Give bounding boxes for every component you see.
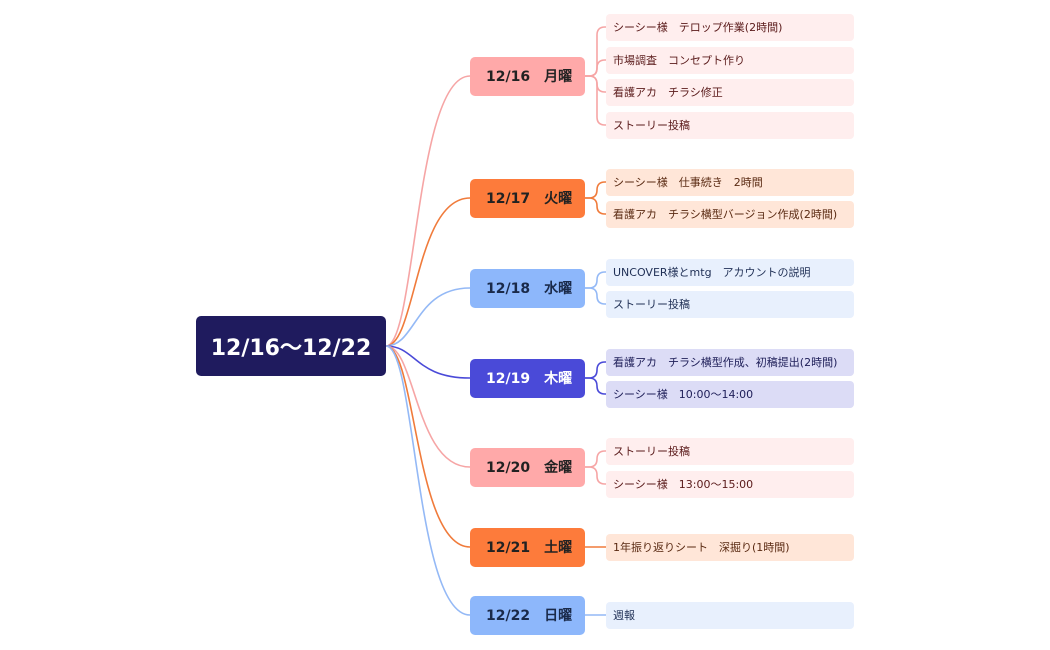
root-to-day-connector	[385, 345, 471, 468]
day-to-task-connector	[585, 271, 606, 289]
task-node-label: シーシー様 10:00〜14:00	[613, 388, 754, 401]
day-node-label: 12/19 木曜	[486, 371, 573, 387]
task-node-label: 1年振り返りシート 深掘り(1時間)	[613, 541, 790, 554]
task-node[interactable]: 1年振り返りシート 深掘り(1時間)	[606, 533, 854, 561]
task-node-label: 看護アカ チラシ横型作成、初稿提出(2時間)	[613, 356, 838, 369]
root-to-day-connector	[385, 345, 471, 616]
root-to-day-connector	[385, 287, 471, 347]
task-node-label: 看護アカ チラシ横型バージョン作成(2時間)	[613, 208, 838, 221]
day-node[interactable]: 12/20 金曜	[470, 447, 585, 487]
day-node[interactable]: 12/18 水曜	[470, 268, 585, 308]
task-node[interactable]: シーシー様 10:00〜14:00	[606, 380, 854, 408]
root-to-day-connector	[385, 345, 471, 379]
day-node[interactable]: 12/19 木曜	[470, 358, 585, 398]
task-node[interactable]: シーシー様 13:00〜15:00	[606, 470, 854, 498]
day-to-task-connector	[585, 377, 606, 395]
day-node-label: 12/21 土曜	[486, 540, 573, 556]
day-to-task-connector	[585, 75, 606, 126]
task-node[interactable]: 看護アカ チラシ修正	[606, 78, 854, 106]
task-node-label: 市場調査 コンセプト作り	[613, 54, 745, 67]
task-node[interactable]: 看護アカ チラシ横型バージョン作成(2時間)	[606, 200, 854, 228]
day-to-task-connector	[585, 197, 606, 215]
day-to-task-connector	[585, 287, 606, 305]
task-node-label: シーシー様 仕事続き 2時間	[613, 176, 763, 189]
day-to-task-connector	[585, 466, 606, 485]
day-to-task-connector	[585, 450, 606, 468]
day-node-label: 12/22 日曜	[486, 608, 573, 624]
task-node-label: ストーリー投稿	[613, 119, 690, 132]
root-topic-label: 12/16〜12/22	[210, 336, 372, 361]
day-node[interactable]: 12/22 日曜	[470, 595, 585, 635]
task-node[interactable]: 週報	[606, 601, 854, 629]
task-node-label: シーシー様 テロップ作業(2時間)	[613, 21, 783, 34]
day-node-label: 12/17 火曜	[486, 191, 573, 207]
task-node[interactable]: UNCOVER様とmtg アカウントの説明	[606, 258, 854, 286]
day-node[interactable]: 12/21 土曜	[470, 527, 585, 567]
root-to-day-connector	[385, 75, 471, 347]
task-node[interactable]: 看護アカ チラシ横型作成、初稿提出(2時間)	[606, 348, 854, 376]
task-node[interactable]: ストーリー投稿	[606, 290, 854, 318]
task-node-label: ストーリー投稿	[613, 445, 690, 458]
day-to-task-connector	[585, 26, 606, 77]
day-to-task-connector	[585, 59, 606, 77]
day-node-label: 12/18 水曜	[486, 281, 573, 297]
day-to-task-connector	[585, 361, 606, 379]
task-node-label: シーシー様 13:00〜15:00	[613, 478, 754, 491]
day-node-label: 12/20 金曜	[486, 460, 573, 476]
task-node[interactable]: シーシー様 仕事続き 2時間	[606, 168, 854, 196]
task-node-label: ストーリー投稿	[613, 298, 690, 311]
task-node[interactable]: ストーリー投稿	[606, 437, 854, 465]
root-topic[interactable]: 12/16〜12/22	[196, 316, 386, 376]
task-node[interactable]: 市場調査 コンセプト作り	[606, 46, 854, 74]
day-node-label: 12/16 月曜	[486, 69, 573, 85]
task-node[interactable]: シーシー様 テロップ作業(2時間)	[606, 13, 854, 41]
day-node[interactable]: 12/17 火曜	[470, 178, 585, 218]
day-node[interactable]: 12/16 月曜	[470, 56, 585, 96]
day-to-task-connector	[585, 181, 606, 199]
task-node[interactable]: ストーリー投稿	[606, 111, 854, 139]
task-node-label: 週報	[613, 609, 635, 622]
task-node-label: UNCOVER様とmtg アカウントの説明	[613, 266, 811, 279]
task-node-label: 看護アカ チラシ修正	[613, 86, 723, 99]
root-to-day-connector	[385, 197, 471, 347]
root-to-day-connector	[385, 345, 471, 548]
